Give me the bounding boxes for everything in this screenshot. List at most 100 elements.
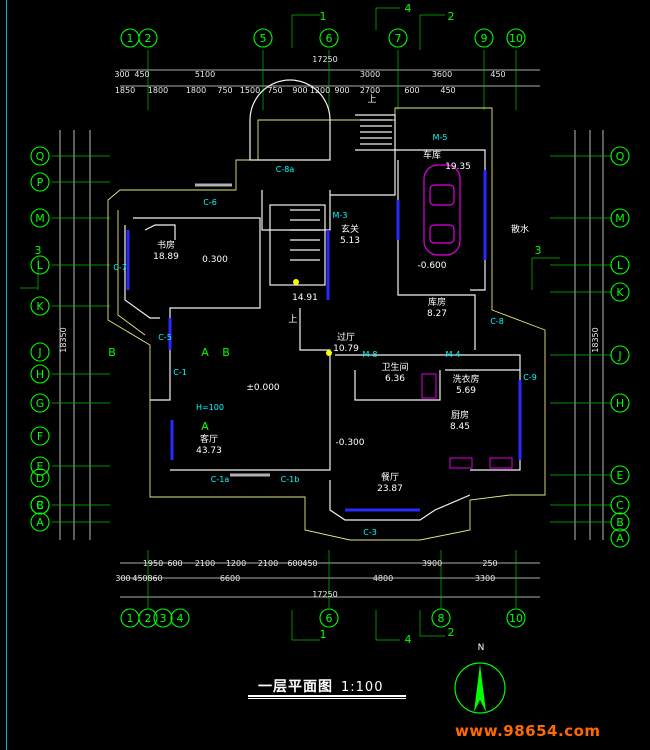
grid-bubble-left-7: G: [36, 397, 45, 410]
dim-top-row2-9: 2700: [360, 86, 380, 95]
room-name-0: 车库: [423, 149, 441, 161]
room-name-2: 玄关: [341, 223, 359, 235]
grid-bubble-right-4: J: [617, 349, 621, 362]
grid-bubble-bottom-5: 8: [438, 612, 445, 625]
room-name-8: 厨房: [451, 409, 469, 421]
section-a-label: A: [201, 346, 209, 359]
dim-bottom-row2-0: 300: [115, 574, 130, 583]
section-right: 3: [535, 244, 542, 257]
marker-dot-2: [293, 279, 299, 285]
grid-bubble-right-8-circle: [610, 512, 630, 532]
room-area-8: 8.45: [450, 422, 470, 432]
grid-bubble-bottom-4: 6: [326, 612, 333, 625]
door-window-tag-14: H=100: [196, 403, 224, 412]
section-bottom-0: 1: [320, 628, 327, 641]
dim-right-total: 18350: [591, 327, 600, 352]
grid-bubble-left-8-circle: [30, 426, 50, 446]
grid-lines: [20, 7, 612, 641]
stair-up-label-2: 上: [288, 314, 297, 325]
grid-bubble-right-9-circle: [610, 528, 630, 548]
door-window-tag-2: C-6: [203, 198, 217, 207]
grid-bubble-top-5: 9: [481, 32, 488, 45]
room-name-1: 书房: [157, 239, 175, 251]
dim-top-row1-4: 3600: [432, 70, 452, 79]
dim-left-total: 18350: [59, 327, 68, 352]
grid-bubble-top-5-circle: [474, 28, 494, 48]
grid-bubble-left-2: M: [35, 212, 45, 225]
level-1: -0.600: [417, 261, 446, 271]
grid-bubble-left-13-circle: [30, 512, 50, 532]
dim-bottom-row2-2: 860: [147, 574, 162, 583]
door-window-tag-4: C-7: [113, 263, 127, 272]
section-bottom-1: 4: [405, 633, 412, 646]
dim-top-row2-1: 1800: [148, 86, 168, 95]
grid-bubble-top-6-circle: [506, 28, 526, 48]
grid-bubble-right-0: Q: [616, 150, 625, 163]
section-left: 3: [35, 244, 42, 257]
room-name-5: 库房: [428, 296, 446, 308]
dim-top-total: 17250: [312, 55, 337, 64]
grid-bubble-right-3-circle: [610, 282, 630, 302]
grid-bubble-bottom-3: 4: [177, 612, 184, 625]
grid-bubble-top-1: 2: [145, 32, 152, 45]
grid-bubble-left-1: P: [37, 176, 44, 189]
grid-bubble-right-1-circle: [610, 208, 630, 228]
grid-bubble-top-4: 7: [395, 32, 402, 45]
dim-top-row2-8: 900: [334, 86, 349, 95]
room-area-5: 8.27: [427, 309, 447, 319]
dim-top-row2-10: 600: [404, 86, 419, 95]
viewport-edge-line: [6, 0, 7, 750]
grid-bubble-bottom-5-circle: [431, 608, 451, 628]
room-name-10: 餐厅: [381, 471, 399, 483]
grid-bubble-right-7: C: [616, 499, 624, 512]
grid-bubble-left-12: B: [36, 499, 44, 512]
grid-bubble-left-10: D: [36, 472, 44, 485]
section-a-label-2: A: [201, 420, 209, 433]
dim-top-row2-7: 1200: [310, 86, 330, 95]
grid-bubble-bottom-6-circle: [506, 608, 526, 628]
level-3: -0.300: [335, 438, 364, 448]
room-name-4: 过厅: [337, 331, 355, 343]
section-top-2: 2: [448, 10, 455, 23]
grid-bubble-right-2: L: [617, 259, 624, 272]
dim-bottom-row1-0: 1950: [143, 559, 163, 568]
annotation-labels: 0.300-0.600±0.000-0.300散水AABB上上NM-5M-3C-…: [108, 94, 537, 653]
grid-bubble-left-11: C: [36, 499, 44, 512]
grid-bubble-left-9-circle: [30, 456, 50, 476]
grid-bubble-left-4-circle: [30, 296, 50, 316]
grid-bubble-top-4-circle: [388, 28, 408, 48]
room-area-9: 43.73: [196, 446, 222, 456]
door-window-tag-1: M-3: [333, 211, 348, 220]
grid-bubble-left-9: E: [37, 460, 44, 473]
grid-bubble-right-8: B: [616, 516, 624, 529]
grid-bubble-bottom-2: 3: [160, 612, 167, 625]
dim-top-row2-3: 750: [217, 86, 232, 95]
grid-bubble-top-3-circle: [319, 28, 339, 48]
door-window-tag-6: C-1: [173, 368, 187, 377]
grid-bubble-left-5-circle: [30, 342, 50, 362]
door-window-tag-13: M-8: [363, 350, 378, 359]
grid-bubble-right-5-circle: [610, 393, 630, 413]
grid-bubble-top-0: 1: [127, 32, 134, 45]
section-b-label: B: [222, 346, 230, 359]
north-label: N: [478, 643, 485, 653]
grid-bubble-left-1-circle: [30, 172, 50, 192]
drawing-title-text: 一层平面图: [258, 679, 333, 695]
dim-bottom-row1-7: 3900: [422, 559, 442, 568]
grid-bubble-left-10-circle: [30, 468, 50, 488]
section-bottom-2: 2: [448, 626, 455, 639]
grid-bubble-top-1-circle: [138, 28, 158, 48]
grid-bubble-right-7-circle: [610, 495, 630, 515]
grid-bubble-left-2-circle: [30, 208, 50, 228]
door-window-tag-7: C-1a: [211, 475, 230, 484]
grid-bubble-left-0: Q: [36, 150, 45, 163]
grid-bubble-left-12-circle: [30, 495, 50, 515]
stair-up-label: 上: [367, 94, 376, 105]
building-outline: [107, 107, 546, 541]
grid-bubble-left-7-circle: [30, 393, 50, 413]
room-area-7: 5.69: [456, 386, 476, 396]
